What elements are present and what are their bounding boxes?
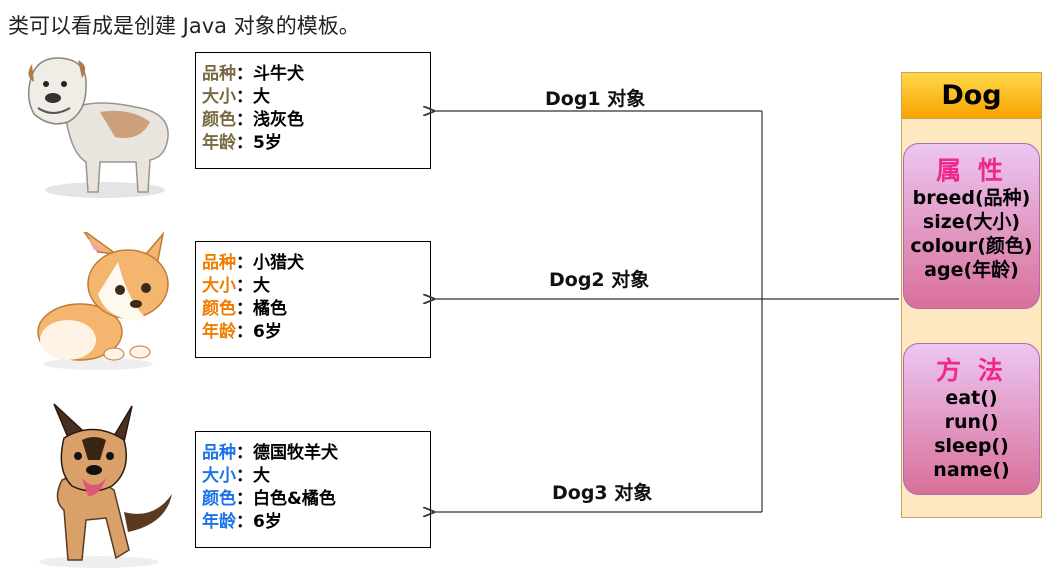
attr-row: 年龄：6岁 xyxy=(202,511,430,534)
attr-row: 大小：大 xyxy=(202,86,430,109)
attr-sep: ： xyxy=(236,466,253,486)
object-box-dog3: 品种：德国牧羊犬 大小：大 颜色：白色&橘色 年龄：6岁 xyxy=(195,431,431,548)
attr-value: 6岁 xyxy=(253,512,282,532)
attr-value: 斗牛犬 xyxy=(253,64,304,84)
class-box-dog: Dog 属 性 breed(品种) size(大小) colour(颜色) ag… xyxy=(901,72,1042,518)
attr-row: 大小：大 xyxy=(202,465,430,488)
corgi-image xyxy=(37,232,169,370)
attribute-item: breed(品种) xyxy=(912,187,1031,209)
attr-sep: ： xyxy=(236,299,253,319)
attr-key: 品种 xyxy=(202,253,236,273)
caption-text: 类可以看成是创建 Java 对象的模板。 xyxy=(8,14,360,38)
attr-sep: ： xyxy=(236,322,253,342)
attr-sep: ： xyxy=(236,253,253,273)
attr-row: 年龄：6岁 xyxy=(202,321,430,344)
attr-sep: ： xyxy=(236,276,253,296)
attributes-section: 属 性 breed(品种) size(大小) colour(颜色) age(年龄… xyxy=(903,143,1040,309)
attr-key: 颜色 xyxy=(202,110,236,130)
attr-row: 品种：小猎犬 xyxy=(202,252,430,275)
attributes-title: 属 性 xyxy=(936,156,1007,185)
attr-key: 年龄 xyxy=(202,133,236,153)
attr-sep: ： xyxy=(236,64,253,84)
bulldog-image xyxy=(27,57,169,198)
attr-sep: ： xyxy=(236,87,253,107)
attr-value: 5岁 xyxy=(253,133,282,153)
attr-row: 颜色：浅灰色 xyxy=(202,109,430,132)
attr-sep: ： xyxy=(236,443,253,463)
attr-row: 颜色：白色&橘色 xyxy=(202,488,430,511)
attr-key: 大小 xyxy=(202,466,236,486)
attribute-item: size(大小) xyxy=(922,211,1021,233)
attr-key: 年龄 xyxy=(202,322,236,342)
attr-value: 橘色 xyxy=(253,299,287,319)
attr-sep: ： xyxy=(236,512,253,532)
attr-row: 品种：斗牛犬 xyxy=(202,63,430,86)
attr-value: 大 xyxy=(253,87,270,107)
method-item: eat() xyxy=(945,387,998,409)
attribute-item: colour(颜色) xyxy=(910,235,1033,257)
attr-value: 大 xyxy=(253,276,270,296)
attr-row: 年龄：5岁 xyxy=(202,132,430,155)
attr-sep: ： xyxy=(236,110,253,130)
attr-sep: ： xyxy=(236,489,253,509)
edge-label-dog3: Dog3 对象 xyxy=(552,482,653,504)
attribute-item: age(年龄) xyxy=(924,259,1019,281)
attr-value: 浅灰色 xyxy=(253,110,304,130)
attr-key: 颜色 xyxy=(202,299,236,319)
method-item: run() xyxy=(944,411,999,433)
attr-key: 颜色 xyxy=(202,489,236,509)
attr-sep: ： xyxy=(236,133,253,153)
object-box-dog1: 品种：斗牛犬 大小：大 颜色：浅灰色 年龄：5岁 xyxy=(195,52,431,169)
method-item: name() xyxy=(933,459,1010,481)
attr-value: 小猎犬 xyxy=(253,253,304,273)
edge-label-dog2: Dog2 对象 xyxy=(549,269,650,291)
attr-value: 白色&橘色 xyxy=(253,489,336,509)
attr-value: 6岁 xyxy=(253,322,282,342)
attr-value: 大 xyxy=(253,466,270,486)
attr-key: 大小 xyxy=(202,276,236,296)
class-title: Dog xyxy=(902,73,1041,119)
attr-row: 品种：德国牧羊犬 xyxy=(202,442,430,465)
attr-key: 年龄 xyxy=(202,512,236,532)
method-item: sleep() xyxy=(934,435,1009,457)
attr-key: 品种 xyxy=(202,64,236,84)
object-box-dog2: 品种：小猎犬 大小：大 颜色：橘色 年龄：6岁 xyxy=(195,241,431,358)
edge-label-dog1: Dog1 对象 xyxy=(545,88,646,110)
german-shepherd-image xyxy=(39,403,172,568)
methods-section: 方 法 eat() run() sleep() name() xyxy=(903,343,1040,495)
attr-row: 颜色：橘色 xyxy=(202,298,430,321)
attr-key: 大小 xyxy=(202,87,236,107)
attr-row: 大小：大 xyxy=(202,275,430,298)
attr-value: 德国牧羊犬 xyxy=(253,443,338,463)
methods-title: 方 法 xyxy=(936,356,1007,385)
attr-key: 品种 xyxy=(202,443,236,463)
